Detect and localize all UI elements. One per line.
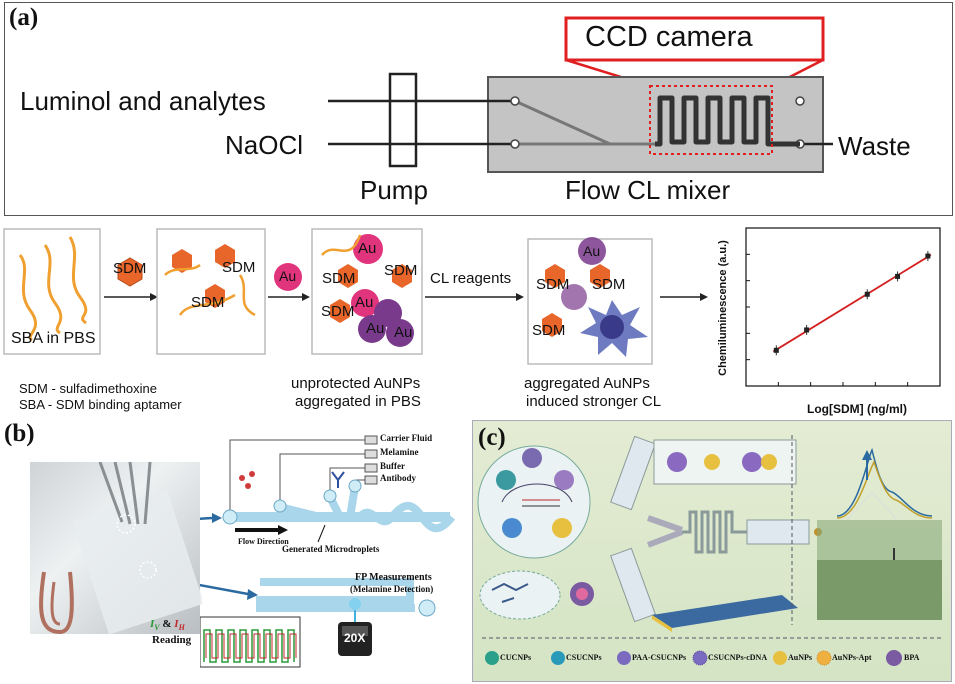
sdm-tag-8: SDM xyxy=(592,276,626,293)
panel-a-label: (a) xyxy=(9,4,39,31)
inlet-port-bottom xyxy=(510,139,520,149)
sdm-tag-4: SDM xyxy=(322,270,356,287)
sdm-hexagon xyxy=(117,257,143,287)
objective-label: 20X xyxy=(344,631,366,645)
ccd-camera-label: CCD camera xyxy=(585,21,753,53)
chart-point xyxy=(925,253,931,259)
sdm-tag-3: SDM xyxy=(191,294,225,311)
upconversion-scheme xyxy=(477,435,942,666)
cl-reagents-label: CL reagents xyxy=(430,270,512,287)
sba-box xyxy=(3,228,101,355)
spare-port xyxy=(795,96,805,106)
legend-marker-cucnps xyxy=(485,651,499,665)
sdm-tag-1: SDM xyxy=(113,260,147,277)
reading-ih-sub: H xyxy=(178,623,185,633)
cl-calibration-chart: Log[SDM] (ng/ml) Chemiluminescence (a.u.… xyxy=(717,227,941,416)
inlet-antibody: Antibody xyxy=(380,473,417,483)
chart-point xyxy=(895,273,901,279)
inlet-port-top xyxy=(510,96,520,106)
sdm-tag-5: SDM xyxy=(384,262,418,279)
legend-marker-bpa xyxy=(886,650,902,666)
au-tag-4: Au xyxy=(394,324,413,341)
caption-right-2: induced stronger CL xyxy=(526,393,662,410)
channel-top xyxy=(514,99,611,146)
reading-ih: I xyxy=(174,618,179,630)
legend-bpa: BPA xyxy=(904,653,920,662)
legend-csucnps: CSUCNPs xyxy=(566,653,602,662)
chart-point xyxy=(804,327,810,333)
reading-word: Reading xyxy=(152,634,192,646)
legend-marker-csucnps xyxy=(551,651,565,665)
fp-title: FP Measurements xyxy=(355,572,432,583)
inlet-bottom-label: NaOCl xyxy=(225,130,304,160)
chart-fit-line xyxy=(772,254,932,353)
au-tag-5: Au xyxy=(583,243,601,259)
microdroplets-label: Generated Microdroplets xyxy=(282,544,380,554)
inlet-melamine: Melamine xyxy=(380,447,419,457)
flow-cl-setup xyxy=(328,16,833,173)
inlet-carrier-fluid: Carrier Fluid xyxy=(380,433,433,443)
reading-iv: I xyxy=(150,618,155,630)
chip-photo-details xyxy=(39,462,202,634)
waste-label: Waste xyxy=(838,131,911,161)
chart-point xyxy=(773,347,779,353)
legend-marker-paa xyxy=(617,651,631,665)
au-tag-1: Au xyxy=(358,240,377,257)
camera-field-of-view xyxy=(649,85,773,155)
chart-y-label: Chemiluminescence (a.u.) xyxy=(717,240,729,376)
panel-a xyxy=(4,2,953,216)
chart-point xyxy=(864,291,870,297)
inlet-buffer: Buffer xyxy=(380,461,405,471)
legend-paa-csucnps: PAA-CSUCNPs xyxy=(632,653,687,662)
sdm-tag-9: SDM xyxy=(532,322,566,339)
sdm-assay-scheme xyxy=(3,228,708,365)
au-tag-3: Au xyxy=(366,320,385,337)
pump-label: Pump xyxy=(360,175,428,205)
inlet-top-label: Luminol and analytes xyxy=(20,86,266,116)
flow-direction-label: Flow Direction xyxy=(238,537,289,546)
reading-iv-sub: V xyxy=(154,623,160,633)
caption-mid-1: unprotected AuNPs xyxy=(291,375,421,392)
sba-label: SBA in PBS xyxy=(11,330,96,347)
serpentine-channel xyxy=(655,95,800,147)
au-tag-free: Au xyxy=(279,268,297,284)
au-particle xyxy=(274,263,302,291)
fp-subtitle: (Melamine Detection) xyxy=(350,584,434,594)
legend-cucnps: CUCNPs xyxy=(500,653,532,662)
pump xyxy=(388,72,418,168)
legend-aunps-apt: AuNPs-Apt xyxy=(832,653,872,662)
legend-marker-aunps-apt xyxy=(816,650,832,666)
legend-marker-cdna xyxy=(692,650,708,666)
panel-c-label: (c) xyxy=(478,424,506,451)
sdm-tag-7: SDM xyxy=(536,276,570,293)
droplet-microfluidic-scheme xyxy=(200,435,456,668)
panel-b-label: (b) xyxy=(4,420,35,447)
legend-aunps: AuNPs xyxy=(788,653,813,662)
reading-amp: & xyxy=(159,618,175,630)
sdm-tag-6: SDM xyxy=(321,303,355,320)
legend-csucnps-cdna: CSUCNPs-cDNA xyxy=(708,653,768,662)
reading-formula: IV & IH xyxy=(150,618,185,632)
legend-sdm: SDM - sulfadimethoxine xyxy=(19,381,157,396)
mixer-label: Flow CL mixer xyxy=(565,175,731,205)
ccd-camera-box xyxy=(564,16,825,62)
caption-right-1: aggregated AuNPs xyxy=(524,375,650,392)
legend-marker-aunps xyxy=(773,651,787,665)
sdm-tag-2: SDM xyxy=(222,259,256,276)
caption-mid-2: aggregated in PBS xyxy=(295,393,421,410)
chart-x-label: Log[SDM] (ng/ml) xyxy=(807,402,907,416)
chart-frame xyxy=(745,227,941,387)
au-tag-2: Au xyxy=(355,294,374,311)
legend-sba: SBA - SDM binding aptamer xyxy=(19,397,182,412)
